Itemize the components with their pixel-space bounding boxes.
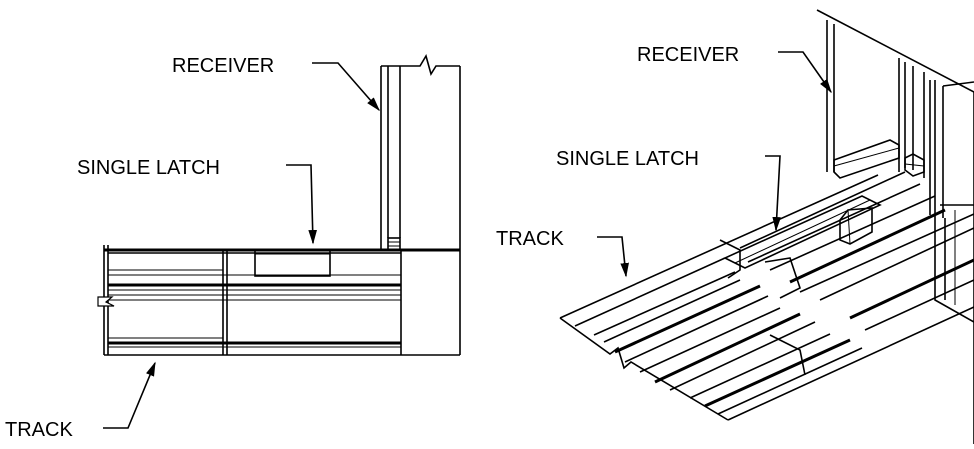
iso-single-latch (723, 195, 882, 269)
front-receiver-leader (312, 62, 380, 112)
front-track-leader (103, 361, 156, 429)
front-view: RECEIVER SINGLE LATCH TRACK (5, 53, 461, 441)
iso-track-leader (597, 236, 629, 278)
iso-single-latch-label: SINGLE LATCH (556, 148, 699, 170)
front-receiver-label: RECEIVER (172, 55, 274, 77)
front-single-latch-leader (286, 164, 317, 245)
front-receiver (380, 53, 461, 355)
iso-track-label: TRACK (496, 228, 564, 250)
front-track-label: TRACK (5, 419, 73, 441)
front-single-latch-label: SINGLE LATCH (77, 157, 220, 179)
iso-receiver (816, 9, 974, 444)
iso-single-latch-leader (765, 155, 782, 232)
iso-receiver-label: RECEIVER (637, 44, 739, 66)
iso-receiver-leader (778, 51, 832, 94)
iso-view: RECEIVER SINGLE LATCH TRACK (496, 9, 974, 444)
iso-housing (934, 204, 974, 323)
front-track (97, 245, 460, 356)
iso-track (559, 171, 974, 421)
front-single-latch (254, 249, 331, 277)
